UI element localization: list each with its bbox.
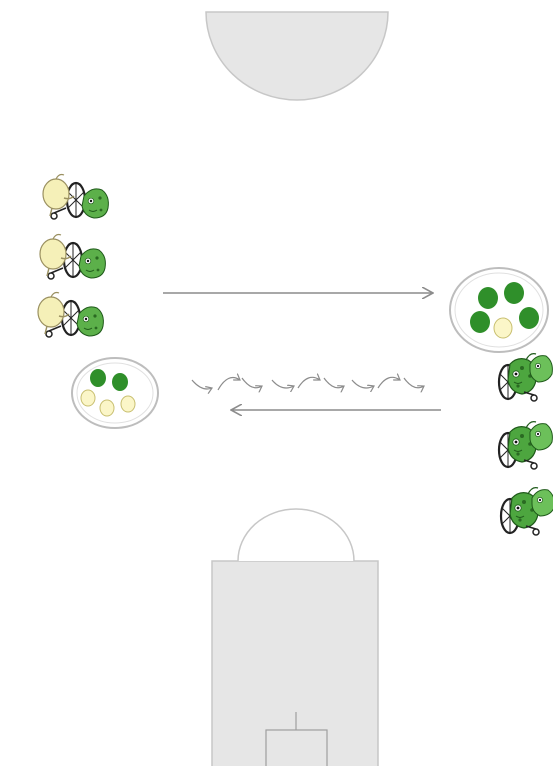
ball-icon [121,396,135,412]
ball-icon [478,287,498,309]
wheelchair-player-icon [499,354,552,401]
ball-icon [504,282,524,304]
wheelchair-player-icon [499,422,552,469]
left-team [38,175,108,338]
top-key-circle [206,12,388,100]
wheelchair-player-icon [40,235,105,280]
wheelchair-player-icon [38,293,103,338]
wheelchair-player-icon [43,175,108,220]
right-team [499,354,553,535]
tray-left [72,358,158,428]
bottom-box [266,730,327,766]
bounce-pass-icon [192,377,424,390]
ball-icon [81,390,95,406]
ball-icon [519,307,539,329]
ball-icon [100,400,114,416]
ball-icon [90,369,106,387]
wheelchair-player-icon [501,488,553,535]
bottom-key-arc [238,509,354,561]
ball-icon [470,311,490,333]
ball-icon [112,373,128,391]
ball-icon [494,318,512,338]
tray-right [450,268,548,352]
